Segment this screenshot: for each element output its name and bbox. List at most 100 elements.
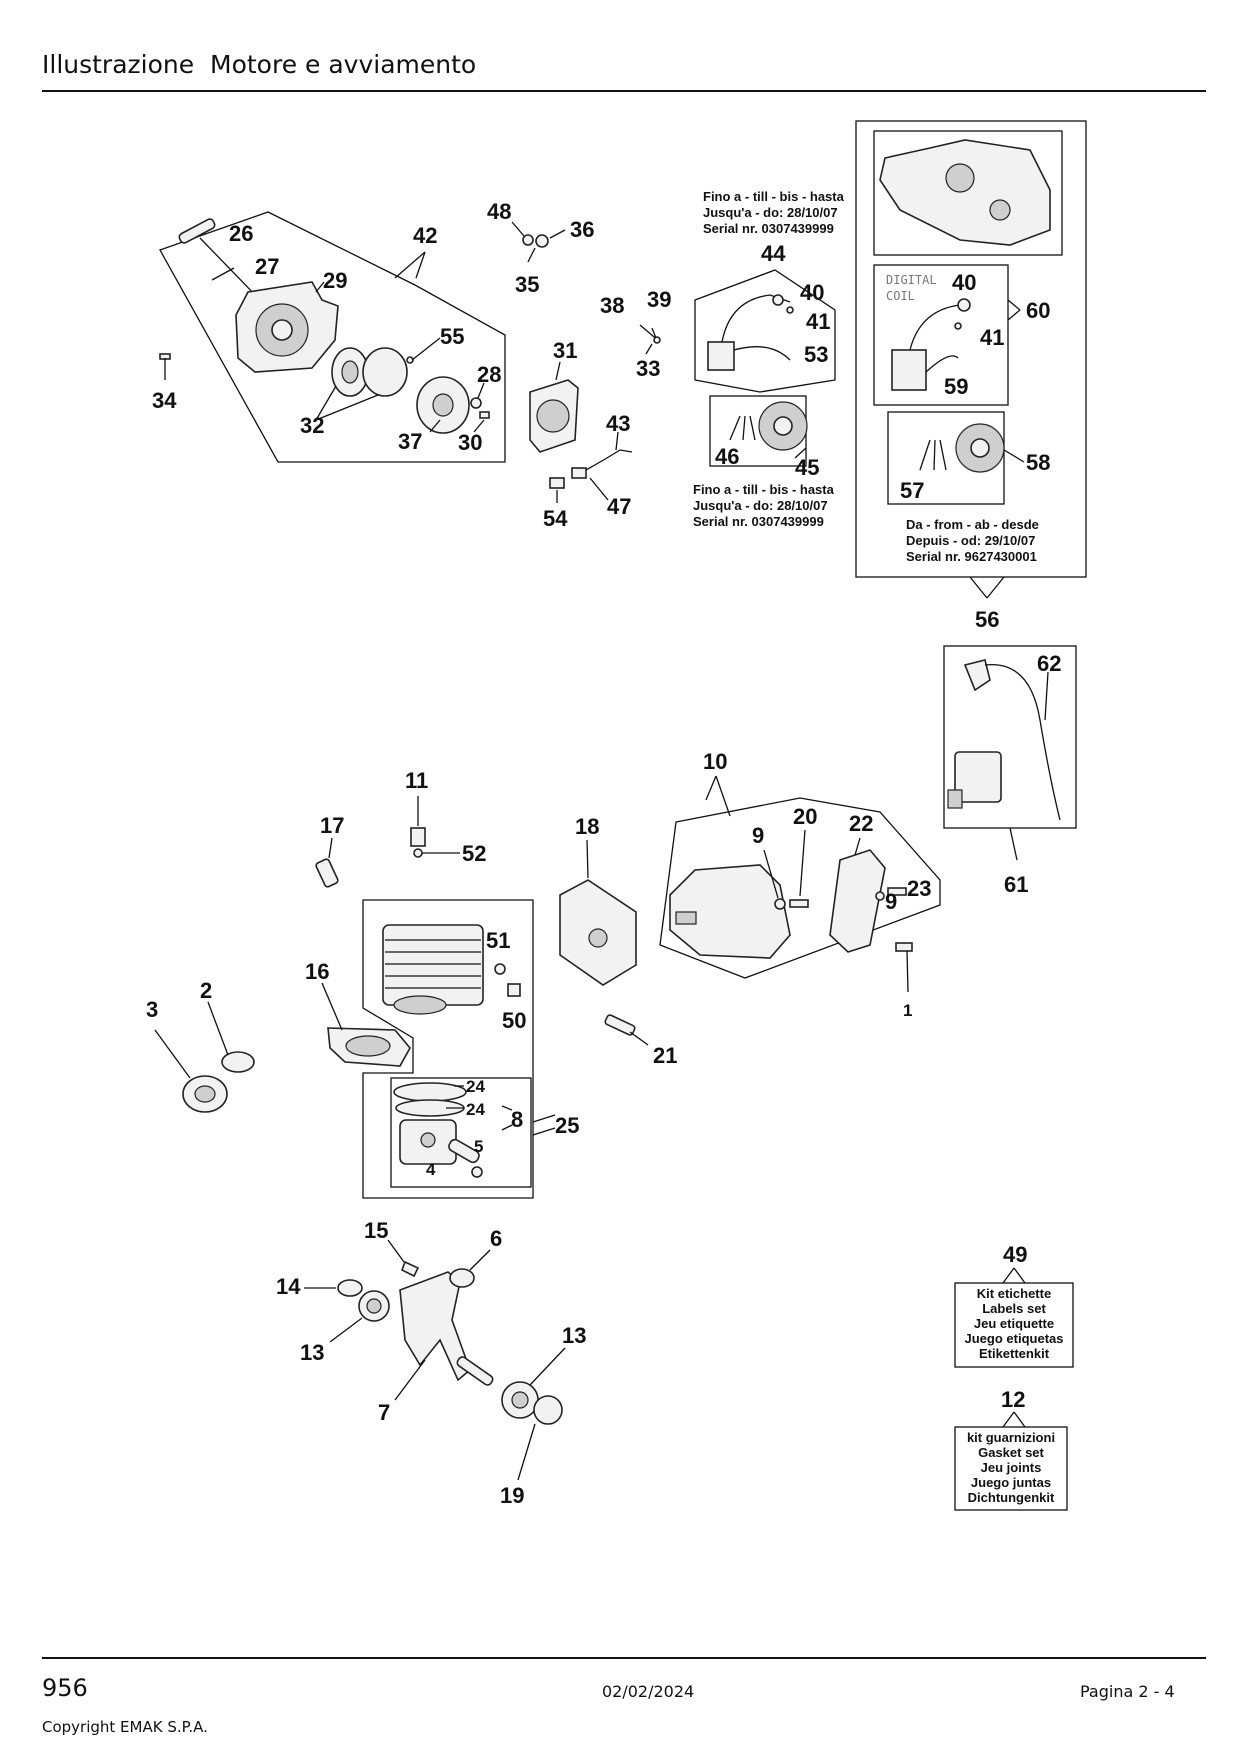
- label-32: 32: [300, 413, 324, 438]
- label-15: 15: [364, 1218, 388, 1243]
- label-3: 3: [146, 997, 158, 1022]
- label-40b: 40: [952, 270, 976, 295]
- screw-30: [479, 411, 490, 419]
- crankshaft-group: 14 13 7 15 6 13 19: [276, 1218, 586, 1508]
- washer-51: [494, 963, 506, 975]
- muffler-outlet: [675, 911, 697, 925]
- bearing-13a-bore: [366, 1298, 382, 1314]
- pawl-57a: [919, 439, 931, 471]
- label-18: 18: [575, 814, 599, 839]
- label-31: 31: [553, 338, 577, 363]
- digital-coil-text-1: DIGITAL: [886, 273, 937, 287]
- label-20: 20: [793, 804, 817, 829]
- cylinder-group: 51 50 24 24 4 5 8 25 16: [305, 899, 579, 1199]
- label-5: 5: [474, 1137, 483, 1156]
- label-40a: 40: [800, 280, 824, 305]
- note-until-top-1: Fino a - till - bis - hasta: [703, 189, 845, 204]
- note-from-2: Depuis - od: 29/10/07: [906, 533, 1035, 548]
- label-47: 47: [607, 494, 631, 519]
- spark-plug-and-screws: 11 52 17: [315, 768, 486, 888]
- label-11: 11: [405, 768, 428, 793]
- muffler-group-outline: [659, 797, 941, 979]
- ignition-coil-body: [954, 751, 1002, 803]
- seal-14: [337, 1279, 363, 1297]
- label-39: 39: [647, 287, 671, 312]
- pawl-46a: [729, 415, 741, 441]
- heat-shield-hole: [588, 928, 608, 948]
- screw-23: [887, 887, 907, 896]
- nut-36: [535, 234, 549, 248]
- digital-coil-spring-41: [954, 322, 962, 330]
- key-15: [400, 1260, 420, 1278]
- new-version-group: DIGITAL COIL 40 41 59 60 57 58 Da - from…: [855, 120, 1087, 632]
- label-6: 6: [490, 1226, 502, 1251]
- label-25: 25: [555, 1113, 579, 1138]
- label-22: 22: [849, 811, 873, 836]
- label-51: 51: [486, 928, 510, 953]
- pawl-57b: [933, 439, 936, 471]
- nut-28: [470, 397, 482, 409]
- note-until-mid-2: Jusqu'a - do: 28/10/07: [693, 498, 828, 513]
- label-58: 58: [1026, 450, 1050, 475]
- label-17: 17: [320, 813, 344, 838]
- label-1: 1: [903, 1001, 912, 1020]
- piston-box: [390, 1077, 532, 1188]
- starter-housing-hub: [271, 319, 293, 341]
- header-rule: [42, 90, 1206, 92]
- labels-kit-line-2: Labels set: [982, 1301, 1046, 1316]
- page-title: Illustrazione Motore e avviamento: [42, 50, 477, 79]
- washer-52: [413, 848, 423, 858]
- label-14: 14: [276, 1274, 301, 1299]
- label-50: 50: [502, 1008, 526, 1033]
- starter-group-outline: [159, 211, 506, 463]
- label-62: 62: [1037, 651, 1061, 676]
- spark-plug-17: [315, 858, 339, 888]
- label-37: 37: [398, 429, 422, 454]
- footer-rule: [42, 1657, 1206, 1659]
- coil-old-cable: [721, 294, 791, 343]
- note-until-mid-3: Serial nr. 0307439999: [693, 514, 824, 529]
- flywheel-old: 46 45 Fino a - till - bis - hasta Jusqu'…: [693, 395, 835, 529]
- label-34: 34: [152, 388, 177, 413]
- labels-kit-line-4: Juego etiquetas: [965, 1331, 1064, 1346]
- label-7: 7: [378, 1400, 390, 1425]
- label-59: 59: [944, 374, 968, 399]
- nozzle-21: [604, 1014, 636, 1036]
- piston-pin-bore: [420, 1132, 436, 1148]
- digital-coil-cable: [909, 304, 961, 351]
- label-44: 44: [761, 241, 786, 266]
- screw-20: [789, 899, 809, 908]
- starter-pulley-hub: [432, 393, 454, 417]
- label-60: 60: [1026, 298, 1050, 323]
- cylinder-fins: [385, 939, 481, 989]
- gasket-kit-line-4: Juego juntas: [971, 1475, 1051, 1490]
- label-48: 48: [487, 199, 511, 224]
- footer-page-label: Pagina 2 - 4: [1080, 1682, 1175, 1701]
- footer-date: 02/02/2024: [602, 1682, 695, 1701]
- cylinder-base: [393, 995, 447, 1015]
- footer-copyright: Copyright EMAK S.P.A.: [42, 1718, 208, 1736]
- label-24b: 24: [466, 1100, 485, 1119]
- pawl-57c: [939, 439, 947, 471]
- note-from-3: Serial nr. 9627430001: [906, 549, 1037, 564]
- crankcase-bore: [945, 163, 975, 193]
- footer-page-number: 956: [42, 1674, 88, 1702]
- labels-kit-line-3: Jeu etiquette: [974, 1316, 1054, 1331]
- labels-kit-49: 49 Kit etichette Labels set Jeu etiquett…: [954, 1242, 1074, 1368]
- note-until-top-2: Jusqu'a - do: 28/10/07: [703, 205, 838, 220]
- label-46: 46: [715, 444, 739, 469]
- label-43: 43: [606, 411, 630, 436]
- seal-19: [533, 1395, 563, 1425]
- washer-9b: [875, 891, 885, 901]
- cylinder-group-outline: [362, 899, 534, 1199]
- label-29: 29: [323, 268, 347, 293]
- ignition-coil-group: 62 61: [943, 645, 1077, 897]
- note-until-top-3: Serial nr. 0307439999: [703, 221, 834, 236]
- labels-kit-line-1: Kit etichette: [977, 1286, 1051, 1301]
- coil-old-body: [707, 341, 735, 371]
- crankcase-box: [873, 130, 1063, 256]
- switch-47: [571, 467, 587, 479]
- pawl-46c: [749, 415, 756, 441]
- note-from-1: Da - from - ab - desde: [906, 517, 1039, 532]
